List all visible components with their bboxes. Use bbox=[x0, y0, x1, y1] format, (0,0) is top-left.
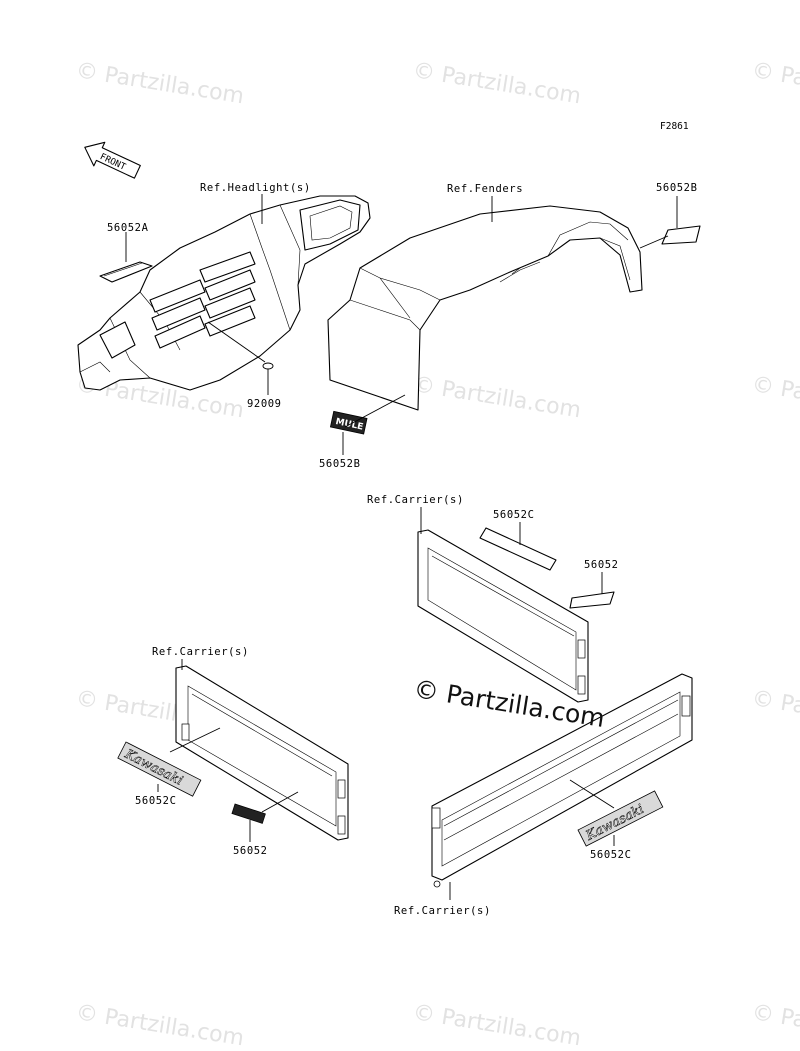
label-56052B-bottom: 56052B bbox=[319, 458, 361, 470]
headlight-panel bbox=[77, 195, 371, 391]
label-fenders-ref: Ref.Fenders bbox=[447, 183, 523, 195]
part-56052A-decal bbox=[99, 261, 153, 283]
label-carrier-ref-bottom: Ref.Carrier(s) bbox=[394, 905, 491, 917]
screw-92009-icon bbox=[262, 362, 274, 378]
part-56052B-mule-decal: MULE bbox=[329, 410, 368, 435]
label-56052A: 56052A bbox=[107, 222, 149, 234]
part-56052C-kawasaki-decal-right: Kawasaki bbox=[577, 790, 664, 847]
label-56052-top: 56052 bbox=[584, 559, 619, 571]
part-56052-top-decal bbox=[569, 591, 615, 609]
figure-code: F2861 bbox=[660, 121, 689, 132]
label-56052C-left: 56052C bbox=[135, 795, 177, 807]
label-56052C-top: 56052C bbox=[493, 509, 535, 521]
part-56052-left-decal bbox=[231, 803, 266, 824]
label-carrier-ref-top: Ref.Carrier(s) bbox=[367, 494, 464, 506]
carrier-gate-bottom-right bbox=[431, 673, 693, 888]
part-56052C-top-decal bbox=[479, 527, 557, 571]
carrier-gate-top-right bbox=[417, 529, 589, 703]
label-carrier-ref-left: Ref.Carrier(s) bbox=[152, 646, 249, 658]
part-56052B-top-decal bbox=[661, 225, 701, 245]
front-arrow-icon: FRONT bbox=[84, 141, 141, 179]
carrier-gate-left bbox=[175, 665, 349, 841]
label-56052C-right: 56052C bbox=[590, 849, 632, 861]
label-92009: 92009 bbox=[247, 398, 282, 410]
fender-assembly bbox=[327, 205, 643, 411]
label-56052-left: 56052 bbox=[233, 845, 268, 857]
label-56052B-top: 56052B bbox=[656, 182, 698, 194]
label-headlight-ref: Ref.Headlight(s) bbox=[200, 182, 311, 194]
